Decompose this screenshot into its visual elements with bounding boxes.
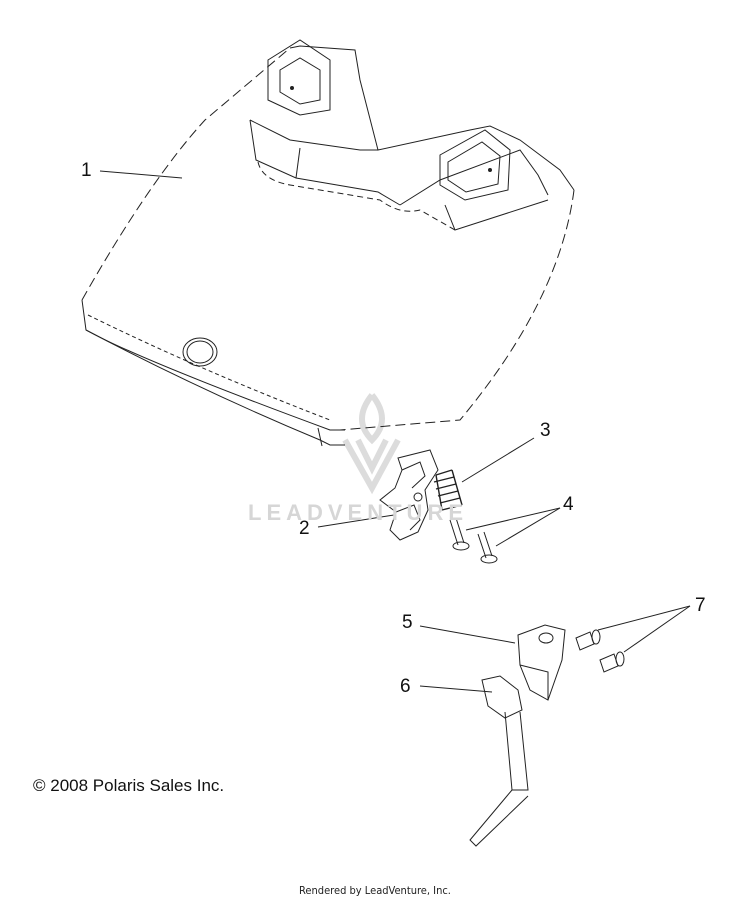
callout-6: 6: [400, 676, 411, 697]
watermark-text: LEADVENTURE: [248, 500, 469, 525]
callout-2: 2: [299, 518, 310, 539]
footer-rendered-by: Rendered by LeadVenture, Inc.: [299, 884, 451, 897]
copyright-notice: © 2008 Polaris Sales Inc.: [33, 776, 225, 795]
callout-5: 5: [402, 612, 413, 633]
latch-rod: [469, 675, 529, 847]
leader-lines: [99, 170, 691, 693]
latch-bracket: [379, 449, 439, 541]
spring: [433, 469, 463, 511]
screws: [449, 517, 498, 564]
striker-bracket: [517, 624, 566, 701]
callout-3: 3: [540, 420, 551, 441]
watermark-logo-icon: [342, 393, 401, 495]
hood-cover: [81, 39, 575, 447]
callout-7: 7: [695, 595, 706, 616]
callout-1: 1: [81, 160, 92, 181]
callout-4: 4: [563, 494, 574, 515]
pins: [575, 629, 625, 673]
